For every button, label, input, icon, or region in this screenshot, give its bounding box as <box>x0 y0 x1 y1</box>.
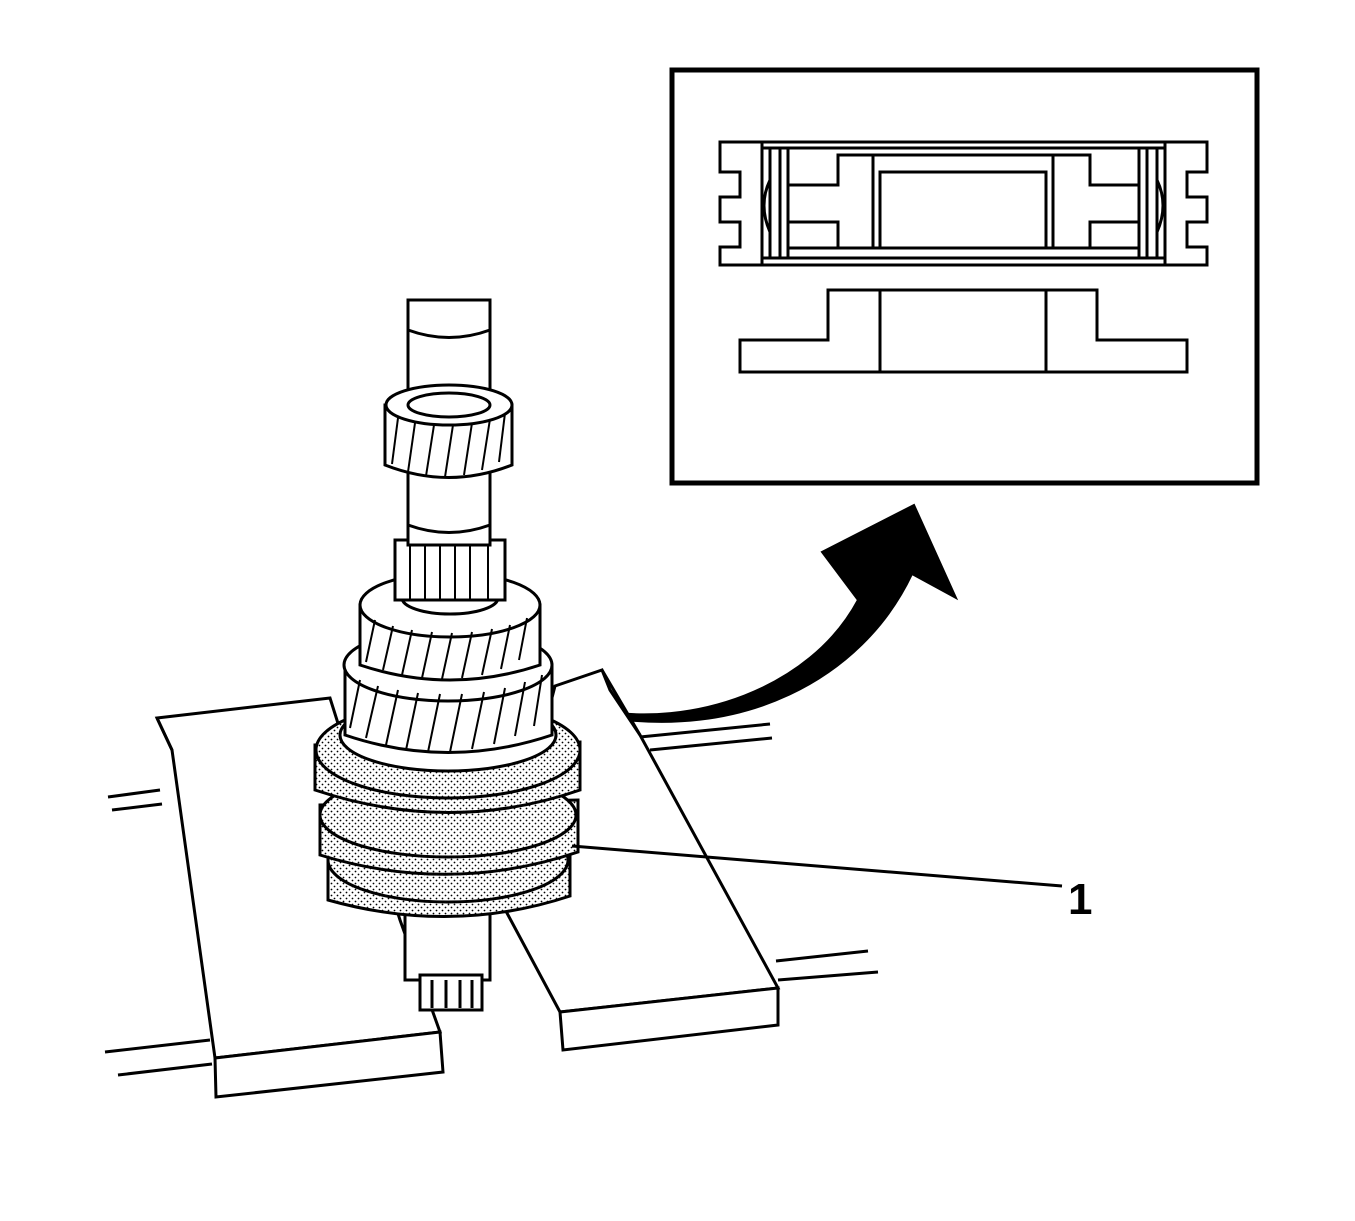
callout-label-1: 1 <box>1068 875 1092 924</box>
press-support-block <box>738 288 1189 374</box>
inset-frame <box>669 67 1260 486</box>
support-plate-left <box>154 696 445 1099</box>
detail-arrow <box>597 503 959 723</box>
small-helical-gear <box>383 383 514 479</box>
spline-hub <box>393 538 507 602</box>
callout-leader-1 <box>571 844 1063 888</box>
detail-inset <box>669 67 1260 486</box>
bearing-cross-section <box>718 140 1209 267</box>
press-bed-rails <box>104 722 879 1077</box>
